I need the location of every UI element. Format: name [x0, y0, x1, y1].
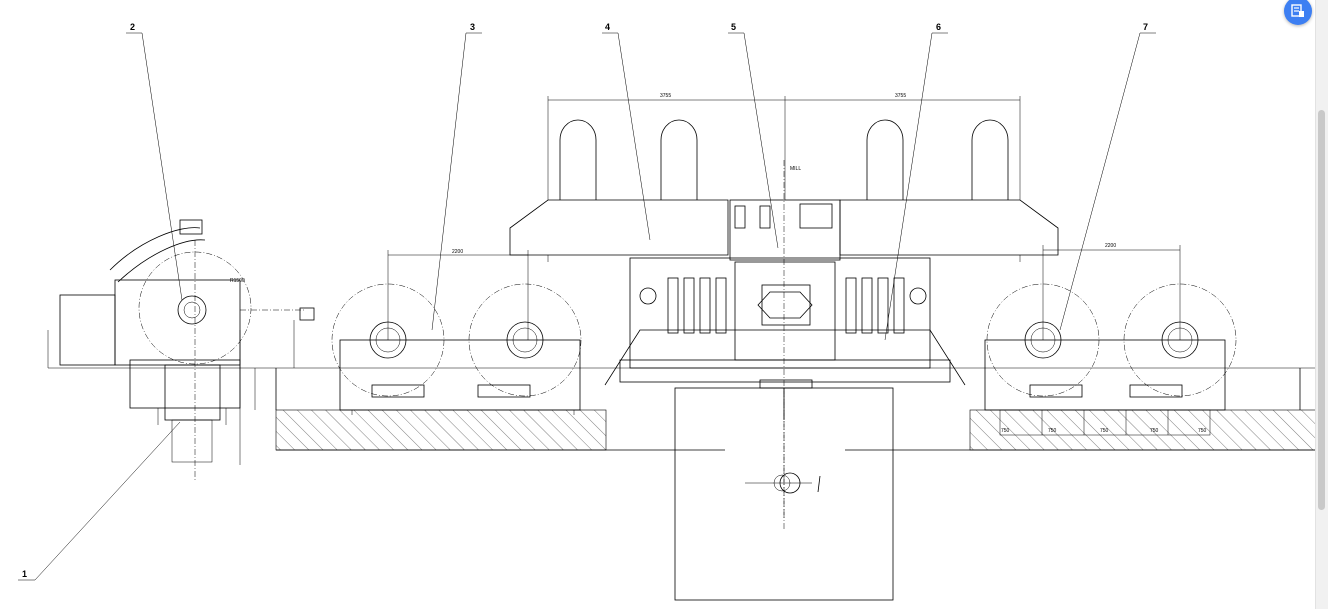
scrollbar-thumb[interactable] — [1318, 110, 1325, 510]
dim-right-roll: 2200 — [1105, 243, 1116, 249]
mill-label: MILL — [790, 166, 801, 172]
uncoiler — [47, 219, 315, 480]
right-coilers — [984, 245, 1237, 436]
document-fab-button[interactable] — [1284, 0, 1312, 25]
callout-6: 6 — [936, 22, 941, 32]
pit-dim-3: 750 — [1100, 428, 1109, 434]
callout-7: 7 — [1143, 22, 1148, 32]
pit-dim-5: 750 — [1198, 428, 1207, 434]
pit-dim-4: 750 — [1150, 428, 1159, 434]
callout-1: 1 — [22, 569, 27, 579]
pit-dim-1: 750 — [1001, 428, 1010, 434]
document-icon — [1291, 4, 1304, 17]
dim-top-left: 3755 — [660, 93, 671, 99]
vertical-scrollbar[interactable] — [1315, 0, 1328, 609]
pit-dim-2: 750 — [1048, 428, 1057, 434]
callout-4: 4 — [605, 22, 610, 32]
callout-leaders — [18, 32, 1156, 581]
callout-3: 3 — [470, 22, 475, 32]
roll-rack — [509, 96, 1059, 262]
left-coilers — [331, 250, 582, 415]
foundation — [48, 367, 1316, 451]
callout-5: 5 — [731, 22, 736, 32]
dim-top-right: 3755 — [895, 93, 906, 99]
callout-2: 2 — [130, 22, 135, 32]
dim-left-roll: 2200 — [452, 249, 463, 255]
coil-radius: R1500 — [230, 278, 245, 284]
mill-stand — [604, 160, 966, 530]
